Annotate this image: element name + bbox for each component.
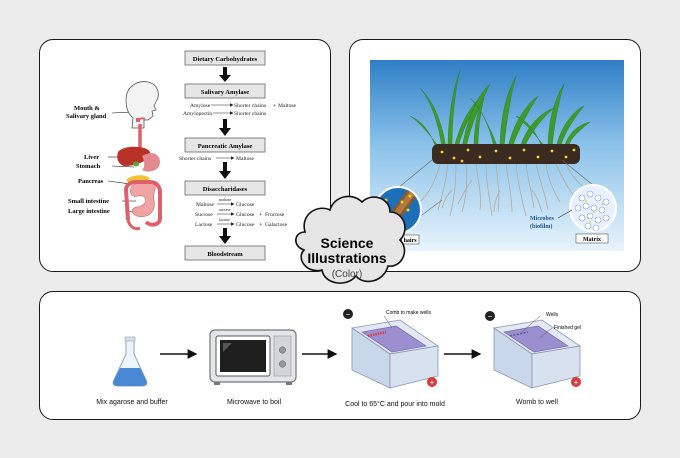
roots — [419, 163, 585, 217]
label-mouth: Mouth & — [74, 105, 100, 112]
step-box-4 — [184, 180, 266, 196]
gel-panel: − + Comb to make wells − + Wells Finishe… — [39, 291, 641, 420]
rx-sucrase: sucrase — [219, 207, 231, 212]
rx-amylopectin: Amylopectin — [183, 111, 212, 117]
caption-step-2: Microwave to boil — [227, 399, 282, 406]
reactions: Amylose Shorter chains + Maltose Amylope… — [179, 103, 297, 228]
svg-text:+: + — [259, 212, 262, 218]
rx-glucose-3: Glucose — [236, 222, 255, 228]
microwave — [209, 329, 297, 385]
flask — [112, 336, 148, 387]
caption-step-3: Cool to 65°C and pour into mold — [345, 400, 445, 408]
step-label-5: Bloodstream — [207, 251, 243, 258]
label-large-intestine: Large intestine — [68, 208, 110, 215]
digestion-flow: Dietary Carbohydrates Salivary Amylase P… — [184, 50, 266, 261]
matrix-label: Matrix — [583, 237, 601, 243]
step-label-2: Salivary Amylase — [201, 89, 249, 96]
wells-label: Wells — [546, 312, 559, 318]
root-hairs-label: Roots hairs — [387, 238, 417, 244]
soil-block — [432, 144, 580, 164]
step-captions: Mix agarose and buffer Microwave to boil… — [96, 399, 558, 408]
neg-terminal-2: − — [488, 312, 493, 321]
flow-arrows — [219, 67, 231, 244]
human-head — [125, 81, 159, 129]
digestion-panel: Mouth & Salivary gland Liver Stomach Pan… — [39, 39, 331, 272]
step-label-3: Pancreatic Amylase — [198, 143, 253, 150]
finished-gel-label: Finished gel — [554, 325, 581, 331]
liver-shape — [117, 146, 150, 166]
step-box-3 — [184, 137, 266, 153]
step-box-2 — [184, 83, 266, 99]
step-box-1 — [184, 50, 266, 66]
rx-glucose-1: Glucose — [236, 202, 255, 208]
rx-shorter-2: Shorter chains — [234, 111, 266, 117]
gel-process-diagram: − + Comb to make wells − + Wells Finishe… — [96, 309, 582, 408]
rx-shorter-1: Shorter chains — [234, 103, 266, 109]
biofilm-diagram: Roots hairs Matrix Microbes (biofilm) — [370, 60, 624, 251]
label-pancreas: Pancreas — [78, 178, 104, 185]
pos-terminal-2: + — [574, 378, 579, 387]
svg-text:+: + — [259, 222, 262, 228]
grass — [409, 69, 591, 149]
rx-galactose: Galactose — [265, 222, 288, 228]
rx-maltase: maltase — [219, 197, 231, 202]
caption-step-1: Mix agarose and buffer — [96, 399, 168, 406]
biofilm-panel: Roots hairs Matrix Microbes (biofilm) — [349, 39, 641, 272]
gallbladder-shape — [133, 161, 139, 167]
soil-microbes — [440, 148, 576, 163]
comb-label: Comb to make wells — [386, 310, 432, 316]
gel-mold-with-comb: − + Comb to make wells — [343, 309, 440, 389]
biofilm-label: (biofilm) — [530, 223, 552, 230]
rx-fructose: Fructose — [265, 212, 285, 218]
label-stomach: Stomach — [76, 163, 101, 170]
step-label-4: Disaccharidases — [203, 186, 248, 193]
finished-gel: − + Wells Finished gel — [485, 311, 582, 389]
label-liver: Liver — [84, 154, 99, 161]
small-intestine-shape — [130, 181, 156, 218]
rx-sucrose: Sucrose — [195, 212, 213, 218]
rx-lactase: lactase — [219, 217, 230, 222]
rx-p-maltose: Maltose — [236, 156, 255, 162]
rx-maltose-1: Maltose — [278, 103, 297, 109]
rx-lactose: Lactose — [195, 222, 213, 228]
step-label-1: Dietary Carbohydrates — [193, 56, 258, 63]
label-small-intestine: Small intestine — [68, 198, 109, 205]
pos-terminal-1: + — [430, 378, 435, 387]
rx-amylose: Amylose — [190, 103, 211, 109]
large-intestine-shape — [123, 180, 162, 227]
step-box-5 — [184, 245, 266, 261]
caption-step-4: Womb to well — [516, 399, 558, 406]
stomach-shape — [142, 153, 160, 172]
label-salivary: Salivary gland — [66, 113, 107, 120]
rx-p-shorter: Shorter chains — [179, 156, 211, 162]
digestion-diagram: Mouth & Salivary gland Liver Stomach Pan… — [66, 50, 297, 261]
svg-text:+: + — [273, 103, 276, 109]
microbes-label: Microbes — [530, 216, 555, 222]
rx-glucose-2: Glucose — [236, 212, 255, 218]
neg-terminal-1: − — [346, 310, 351, 319]
rx-maltose: Maltose — [196, 202, 215, 208]
